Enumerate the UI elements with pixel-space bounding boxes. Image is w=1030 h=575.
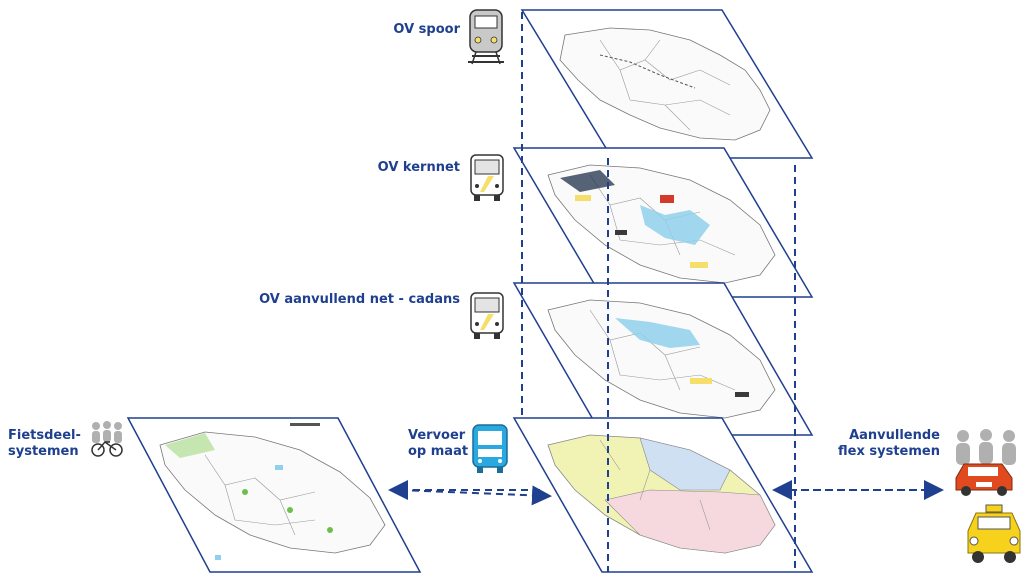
label-flex-line2: flex systemen (838, 444, 940, 459)
label-fietsdeelsystemen: Fietsdeel- systemen (8, 428, 81, 460)
connection-arrows (388, 480, 944, 506)
label-fiets-line2: systemen (8, 444, 79, 459)
label-ov-kernnet: OV kernnet (377, 160, 460, 175)
arrow-right-to-layer (399, 485, 552, 506)
bicycle-people-icon (91, 421, 123, 457)
blue-bus-icon (472, 424, 508, 473)
label-ov-aanvullend: OV aanvullend net - cadans (259, 292, 460, 307)
layer-plane-ov-spoor (520, 9, 814, 159)
bus-icon-kernnet (470, 154, 504, 201)
label-aanvullende-flex: Aanvullende flex systemen (818, 428, 940, 460)
label-ov-spoor: OV spoor (393, 22, 460, 37)
layer-connectors (521, 12, 796, 572)
label-fiets-line1: Fietsdeel- (8, 428, 81, 443)
label-vervoer-line2: op maat (408, 444, 469, 459)
layer-plane-ov-aanvullend (512, 282, 814, 436)
bike-share-map-plane (126, 417, 422, 573)
label-vervoer-line1: Vervoer (408, 428, 466, 443)
bus-icon-aanvullend (470, 292, 504, 339)
yellow-taxi-icon (967, 504, 1021, 563)
taxi-people-icon (955, 429, 1016, 496)
layer-plane-ov-kernnet (512, 147, 814, 298)
label-flex-line1: Aanvullende (849, 428, 940, 443)
train-icon (468, 9, 504, 65)
label-vervoer-op-maat: Vervoer op maat (408, 428, 468, 460)
layer-plane-vervoer-op-maat (512, 417, 814, 573)
